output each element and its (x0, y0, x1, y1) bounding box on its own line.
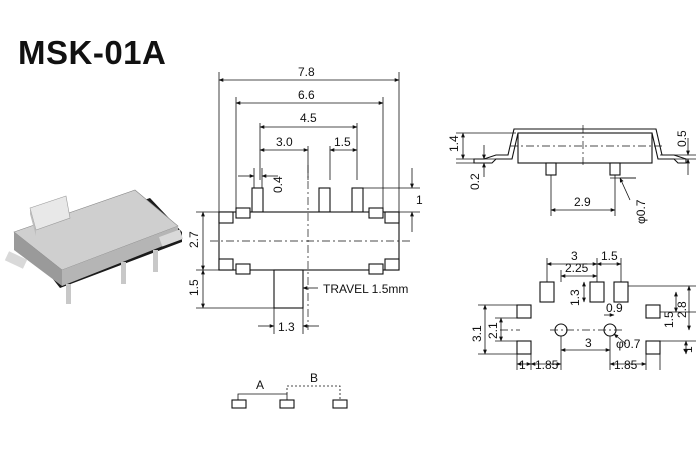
pcb-dim-1-right: 1 (681, 346, 695, 353)
dim-0-2: 0.2 (468, 173, 482, 190)
dim-1-5-actuator: 1.5 (187, 279, 201, 296)
pcb-dim-phi-0-7: φ0.7 (616, 337, 641, 351)
pcb-dim-2-1: 2.1 (486, 322, 500, 339)
pcb-dim-1-5: 1.5 (601, 249, 618, 263)
dim-7-8: 7.8 (298, 65, 315, 79)
dim-0-4: 0.4 (271, 176, 285, 193)
side-view: 1.4 0.2 0.5 2.9 φ0.7 (447, 125, 696, 224)
position-a-label: A (256, 378, 264, 392)
dim-2-9: 2.9 (574, 195, 591, 209)
dim-1-3: 1.3 (278, 320, 295, 334)
pcb-dim-1-left: 1 (519, 358, 526, 372)
model-title: MSK-01A (18, 34, 167, 71)
pcb-layout: 3 1.5 2.25 1.3 0.9 φ0.7 1.5 2.8 3.1 2.1 (470, 249, 696, 372)
pcb-dim-2-25: 2.25 (565, 261, 589, 275)
pcb-dim-1-3: 1.3 (568, 289, 582, 306)
pcb-dim-1-85-left: 1.85 (535, 358, 559, 372)
dim-1-5: 1.5 (334, 135, 351, 149)
dim-phi-0-7: φ0.7 (634, 199, 648, 224)
pcb-dim-2-8: 2.8 (675, 301, 689, 318)
switch-photo (4, 189, 184, 304)
pcb-dim-1-5-v: 1.5 (662, 311, 676, 328)
pcb-dim-1-85-right: 1.85 (614, 358, 638, 372)
dim-2-7: 2.7 (187, 231, 201, 248)
dim-3-0: 3.0 (276, 135, 293, 149)
pcb-dim-3-holes: 3 (585, 336, 592, 350)
position-b-label: B (310, 371, 318, 385)
pcb-dim-3-1: 3.1 (470, 325, 484, 342)
dim-1-4: 1.4 (447, 135, 461, 152)
dim-4-5: 4.5 (300, 111, 317, 125)
dim-1: 1 (416, 193, 423, 207)
dim-0-5: 0.5 (675, 130, 689, 147)
travel-label: TRAVEL 1.5mm (323, 282, 408, 296)
top-view: 7.8 6.6 4.5 3.0 1.5 0.4 1 (187, 65, 423, 334)
switch-schematic: A B (231, 371, 348, 409)
pcb-dim-3: 3 (571, 249, 578, 263)
dim-6-6: 6.6 (298, 88, 315, 102)
pcb-dim-0-9: 0.9 (606, 301, 623, 315)
